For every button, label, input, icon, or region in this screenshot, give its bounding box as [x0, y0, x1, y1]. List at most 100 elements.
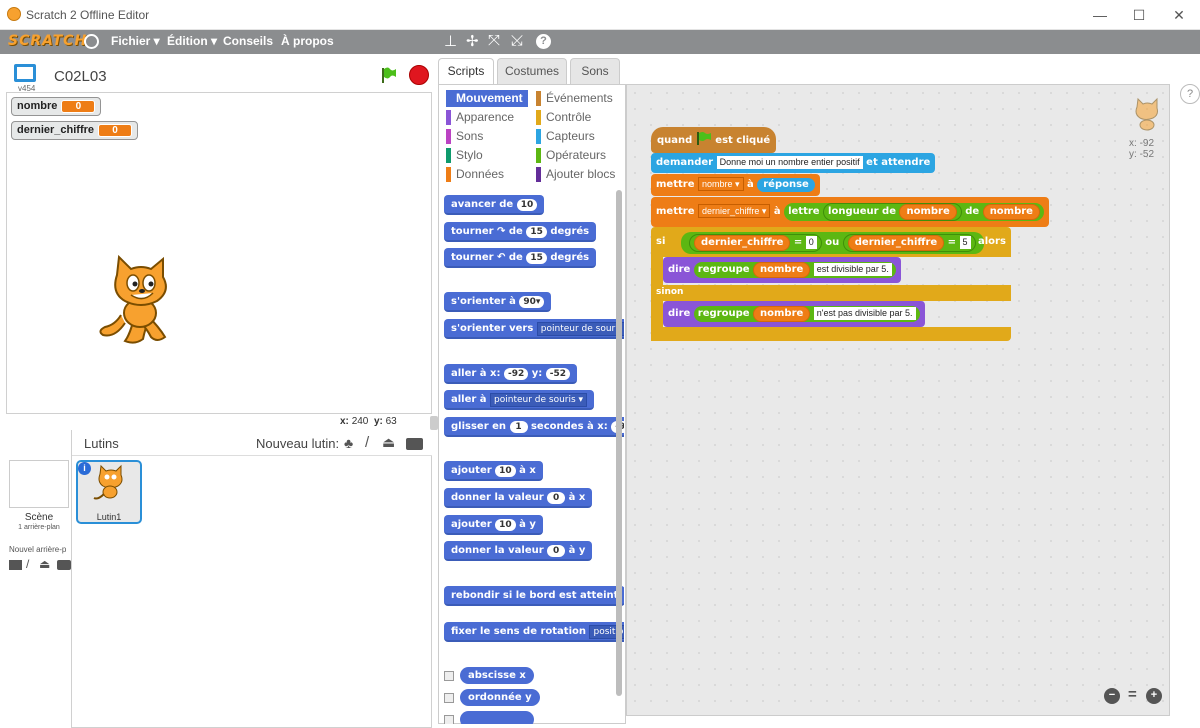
- category-evenements[interactable]: Événements: [536, 90, 613, 107]
- scripts-area[interactable]: x: -92 y: -52 quand est cliqué demander …: [626, 84, 1170, 716]
- backdrop-library-icon[interactable]: [9, 560, 22, 570]
- category-operateurs[interactable]: Opérateurs: [536, 147, 606, 164]
- block-mettre-dernier-chiffre[interactable]: mettre dernier_chiffre ▾ à lettre longue…: [651, 197, 1049, 227]
- sprite-upload-icon[interactable]: ⏏: [382, 434, 396, 450]
- zoom-controls: − = +: [1104, 686, 1164, 706]
- lettre-operator[interactable]: lettre longueur de nombre de nombre: [784, 203, 1044, 221]
- block-donner-y[interactable]: donner la valeur 0 à y: [444, 541, 593, 561]
- backdrop-paint-icon[interactable]: /: [26, 557, 30, 571]
- ou-condition[interactable]: dernier_chiffre = 0 ou dernier_chiffre =…: [681, 232, 984, 254]
- grow-tool-icon[interactable]: ⤧: [488, 32, 501, 49]
- nombre-reporter[interactable]: nombre: [899, 204, 957, 220]
- stop-icon[interactable]: [409, 65, 429, 85]
- block-ajouter-y[interactable]: ajouter 10 à y: [444, 515, 543, 535]
- block-ajouter-x[interactable]: ajouter 10 à x: [444, 461, 543, 481]
- category-donnees[interactable]: Données: [446, 166, 504, 183]
- help-icon[interactable]: ?: [1180, 84, 1200, 104]
- ask-text-input[interactable]: Donne moi un nombre entier positif: [716, 156, 863, 169]
- block-tourner-droite[interactable]: tourner ↷ de 15 degrés: [444, 222, 597, 242]
- menu-fichier[interactable]: Fichier ▾: [111, 34, 160, 48]
- block-rebondir[interactable]: rebondir si le bord est atteint: [444, 586, 624, 606]
- tab-costumes[interactable]: Costumes: [497, 58, 567, 84]
- help-tool-icon[interactable]: ?: [536, 34, 551, 49]
- block-abscisse[interactable]: abscisse x: [460, 667, 534, 684]
- category-apparence[interactable]: Apparence: [446, 109, 514, 126]
- category-sons[interactable]: Sons: [446, 128, 483, 145]
- category-stylo[interactable]: Stylo: [446, 147, 483, 164]
- category-controle[interactable]: Contrôle: [536, 109, 591, 126]
- checkbox-abscisse[interactable]: [444, 671, 454, 681]
- close-button[interactable]: ✕: [1173, 7, 1185, 23]
- scratch-logo[interactable]: SCRATCH: [8, 33, 88, 49]
- scene-thumbnail[interactable]: [9, 460, 69, 508]
- block-direction[interactable]: [460, 711, 534, 724]
- block-glisser[interactable]: glisser en 1 secondes à x: -9: [444, 417, 624, 437]
- tab-sons[interactable]: Sons: [570, 58, 620, 84]
- stage-collapse-handle[interactable]: [430, 416, 438, 430]
- block-aller-a[interactable]: aller à pointeur de souris ▾: [444, 390, 595, 410]
- equals-operator-1[interactable]: dernier_chiffre = 0: [689, 234, 822, 252]
- reponse-reporter[interactable]: réponse: [757, 178, 815, 192]
- fullscreen-icon[interactable]: [14, 64, 36, 82]
- monitor-value: 0: [61, 100, 96, 113]
- block-mettre-nombre[interactable]: mettre nombre ▾ à réponse: [651, 174, 820, 196]
- category-mouvement[interactable]: Mouvement: [446, 90, 528, 107]
- palette-scrollbar[interactable]: [616, 190, 622, 696]
- block-dire-1[interactable]: dire regroupe nombre est divisible par 5…: [663, 257, 901, 283]
- sprite-library-icon[interactable]: ♣: [344, 435, 354, 451]
- nombre-reporter[interactable]: nombre: [753, 306, 811, 322]
- block-ordonnee[interactable]: ordonnée y: [460, 689, 540, 706]
- checkbox-ordonnee[interactable]: [444, 693, 454, 703]
- dernier-chiffre-reporter[interactable]: dernier_chiffre: [847, 235, 945, 251]
- menu-apropos[interactable]: À propos: [281, 34, 334, 48]
- maximize-button[interactable]: ☐: [1132, 7, 1146, 23]
- block-tourner-gauche[interactable]: tourner ↶ de 15 degrés: [444, 248, 597, 268]
- zoom-out-icon[interactable]: −: [1104, 688, 1120, 704]
- category-capteurs[interactable]: Capteurs: [536, 128, 595, 145]
- var-dropdown[interactable]: nombre ▾: [697, 177, 744, 191]
- tab-scripts[interactable]: Scripts: [438, 58, 494, 84]
- block-demander[interactable]: demander Donne moi un nombre entier posi…: [651, 153, 936, 173]
- block-when-flag-clicked[interactable]: quand est cliqué: [651, 127, 777, 153]
- backdrop-upload-icon[interactable]: ⏏: [39, 557, 51, 571]
- block-si-sinon[interactable]: si dernier_chiffre = 0 ou dernier_chiffr…: [651, 227, 1011, 343]
- sprite-camera-icon[interactable]: [406, 438, 423, 450]
- block-sens-rotation[interactable]: fixer le sens de rotation positio: [444, 622, 624, 642]
- block-avancer[interactable]: avancer de 10: [444, 195, 545, 215]
- sprite-thumbnail-lutin1[interactable]: i Lutin1: [76, 460, 142, 524]
- regroupe-operator[interactable]: regroupe nombre n'est pas divisible par …: [693, 306, 920, 322]
- minimize-button[interactable]: —: [1093, 7, 1107, 23]
- info-icon[interactable]: i: [78, 462, 91, 475]
- checkbox-direction[interactable]: [444, 715, 454, 724]
- duplicate-tool-icon[interactable]: ⊥: [444, 33, 458, 50]
- project-title[interactable]: C02L03: [54, 68, 107, 85]
- nombre-reporter[interactable]: nombre: [753, 262, 811, 278]
- longueur-operator[interactable]: longueur de nombre: [823, 203, 962, 221]
- block-aller-xy[interactable]: aller à x: -92 y: -52: [444, 364, 577, 384]
- green-flag-icon[interactable]: [380, 66, 398, 84]
- block-orienter-a[interactable]: s'orienter à 90▾: [444, 292, 552, 312]
- block-orienter-vers[interactable]: s'orienter vers pointeur de souris: [444, 319, 624, 339]
- shrink-tool-icon[interactable]: ⤩: [511, 32, 524, 49]
- category-ajouter-blocs[interactable]: Ajouter blocs: [536, 166, 615, 183]
- regroupe-operator[interactable]: regroupe nombre est divisible par 5.: [693, 262, 896, 278]
- equals-operator-2[interactable]: dernier_chiffre = 5: [842, 234, 976, 252]
- zoom-in-icon[interactable]: +: [1146, 688, 1162, 704]
- dernier-chiffre-reporter[interactable]: dernier_chiffre: [694, 235, 791, 251]
- menu-edition[interactable]: Édition ▾: [167, 34, 218, 48]
- backdrop-camera-icon[interactable]: [57, 560, 71, 570]
- cat-sprite[interactable]: [95, 253, 185, 348]
- menu-conseils[interactable]: Conseils: [223, 34, 274, 48]
- var-dropdown[interactable]: dernier_chiffre ▾: [697, 204, 771, 218]
- zoom-reset-icon[interactable]: =: [1128, 686, 1137, 703]
- sprite-preview-icon: [1129, 97, 1163, 133]
- delete-tool-icon[interactable]: ✢: [466, 33, 479, 50]
- sprite-paint-icon[interactable]: /: [365, 434, 370, 451]
- globe-icon[interactable]: [84, 34, 99, 49]
- block-donner-x[interactable]: donner la valeur 0 à x: [444, 488, 593, 508]
- nombre-reporter[interactable]: nombre: [982, 204, 1040, 220]
- block-dire-2[interactable]: dire regroupe nombre n'est pas divisible…: [663, 301, 925, 327]
